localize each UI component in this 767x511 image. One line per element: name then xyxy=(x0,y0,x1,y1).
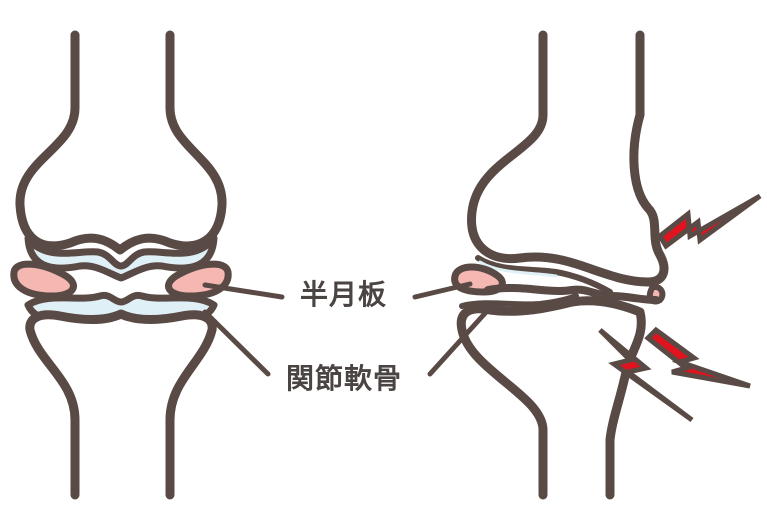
healthy-knee-joint xyxy=(10,30,232,500)
damaged-knee-joint xyxy=(451,30,669,500)
pain-bolt-top xyxy=(656,193,762,250)
pain-bolt-lower-left xyxy=(598,328,694,423)
leader-meniscus-right xyxy=(412,281,473,300)
pain-bolt-lower-right xyxy=(644,326,751,389)
healthy-tibia xyxy=(25,309,217,500)
pain-lightning-icon xyxy=(598,193,762,423)
healthy-femur xyxy=(15,30,227,255)
damaged-femoral-cartilage xyxy=(475,255,613,295)
healthy-meniscus-left xyxy=(10,260,77,300)
leader-cartilage-left xyxy=(202,309,271,377)
leader-meniscus-left xyxy=(202,282,285,300)
damaged-femoral-cartilage-fill xyxy=(478,260,558,278)
damaged-tibia xyxy=(456,296,646,500)
healthy-femoral-cartilage xyxy=(24,234,218,282)
label-meniscus: 半月板 xyxy=(300,278,388,311)
leader-lines xyxy=(202,281,491,377)
damaged-joint-line xyxy=(484,284,660,304)
damaged-femur xyxy=(467,30,669,287)
label-articular-cartilage: 関節軟骨 xyxy=(286,362,403,395)
leader-cartilage-right xyxy=(427,307,491,377)
